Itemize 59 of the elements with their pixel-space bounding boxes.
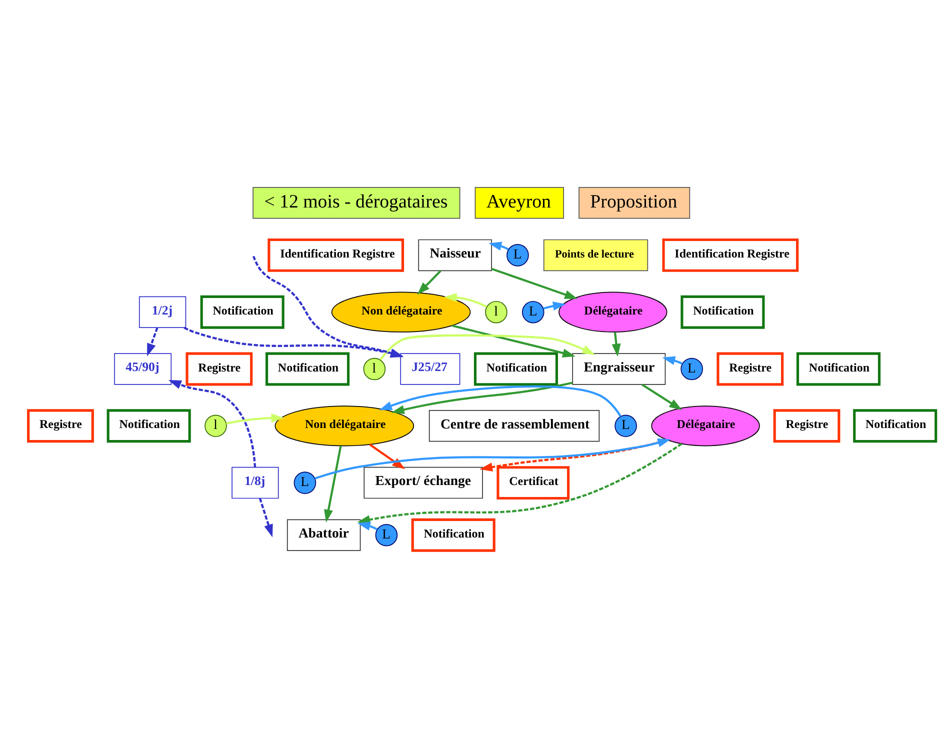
node-circle: L [375, 524, 398, 546]
arrow [379, 385, 622, 417]
node-box: Identification Registre [662, 238, 799, 272]
arrow [488, 242, 509, 251]
arrow [357, 522, 378, 530]
node-circle: L [614, 414, 637, 438]
node-box: Registre [773, 409, 840, 443]
node-box: 1/8j [232, 466, 279, 499]
node-circle: L [522, 300, 544, 324]
arrow [452, 324, 576, 358]
node-box: Certificat [496, 466, 570, 500]
arrow [258, 498, 273, 538]
node-box: Identification Registre [268, 238, 404, 272]
node-box: Notification [266, 352, 350, 386]
node-box: Registre [27, 409, 94, 443]
node-box: Centre de rassemblement [428, 410, 600, 442]
node-box: Notification [411, 518, 496, 552]
arrow [612, 332, 621, 357]
node-box: Engraisseur [572, 353, 666, 385]
node-box: < 12 mois - dérogataires [252, 187, 460, 219]
arrow [357, 442, 682, 524]
node-box: J25/27 [400, 353, 460, 385]
node-box: Aveyron [474, 187, 564, 219]
arrow [491, 268, 578, 299]
arrow [314, 438, 671, 480]
node-box: Naisseur [418, 239, 492, 272]
node-box: Registre [186, 352, 253, 386]
node-box: Notification [474, 352, 558, 386]
node-circle: l [485, 300, 508, 324]
arrow [543, 302, 566, 310]
node-circle: L [294, 472, 316, 494]
arrow [147, 327, 158, 356]
node-box: Points de lecture [543, 239, 648, 272]
arrow [417, 270, 442, 295]
node-circle: L [506, 244, 529, 266]
node-box: Notification [106, 409, 191, 443]
arrow [226, 413, 284, 425]
node-box: Notification [853, 409, 938, 443]
node-ellipse: Délégataire [558, 292, 668, 332]
node-box: Proposition [578, 187, 690, 219]
arrow [380, 334, 596, 360]
arrow [391, 382, 573, 414]
arrow [641, 384, 682, 410]
node-box: Export/ échange [364, 466, 483, 499]
arrow [324, 446, 342, 523]
node-circle: L [680, 358, 703, 380]
node-circle: l [204, 414, 227, 438]
node-box: Notification [200, 295, 284, 329]
node-box: 45/90j [114, 353, 172, 385]
node-box: Registre [716, 352, 784, 386]
arrow [444, 292, 488, 308]
node-box: Notification [680, 295, 765, 329]
arrow [369, 444, 406, 470]
node-box: Notification [796, 352, 881, 386]
node-box: Abattoir [286, 519, 361, 551]
node-circle: l [363, 358, 386, 380]
arrow [662, 356, 683, 365]
arrow [168, 380, 256, 468]
node-box: 1/2j [138, 296, 186, 328]
